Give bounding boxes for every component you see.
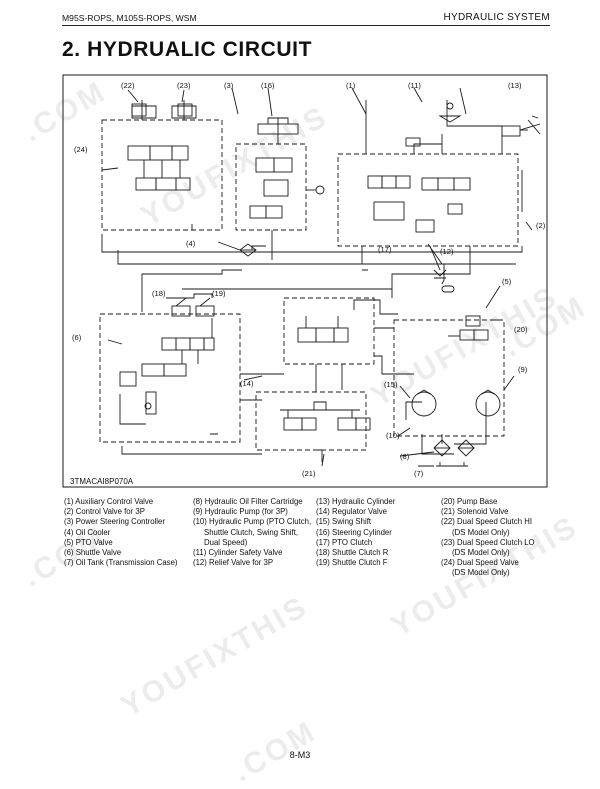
page-number: 8-M3 [289, 750, 311, 760]
legend-item: (22) Dual Speed Clutch HI [441, 517, 533, 527]
legend-item: (1) Auxiliary Control Valve [64, 497, 154, 506]
legend-item: (20) Pump Base [441, 497, 498, 506]
callout-4: (4) [186, 239, 196, 248]
callout-22: (22) [121, 81, 135, 90]
callout-3: (3) [224, 81, 234, 90]
callout-18: (18) [152, 289, 166, 298]
legend-column-2: (8) Hydraulic Oil Filter Cartridge (9) H… [193, 497, 311, 568]
legend-column-3: (13) Hydraulic Cylinder (14) Regulator V… [316, 497, 395, 568]
callout-20: (20) [514, 325, 528, 334]
legend-item: (10) Hydraulic Pump (PTO Clutch, [193, 517, 312, 527]
legend-item: (DS Model Only) [452, 548, 510, 558]
callout-7: (7) [414, 469, 424, 478]
legend-item: (17) PTO Clutch [316, 537, 373, 547]
callout-14: (14) [240, 379, 254, 388]
legend-item: (3) Power Steering Controller [64, 517, 165, 527]
legend-item: (2) Control Valve for 3P [64, 507, 145, 517]
legend-item: (7) Oil Tank (Transmission Case) [64, 558, 178, 568]
legend-item: (DS Model Only) [452, 568, 510, 578]
callout-13: (13) [508, 81, 522, 90]
legend-item: (6) Shuttle Valve [64, 548, 122, 558]
callout-23: (23) [177, 81, 191, 90]
header-model: M95S-ROPS, M105S-ROPS, WSM [62, 13, 197, 23]
legend-item: (DS Model Only) [452, 527, 510, 537]
callout-21: (21) [302, 469, 316, 478]
legend-item: (15) Swing Shift [316, 517, 372, 527]
legend-item: (19) Shuttle Clutch F [316, 558, 388, 568]
legend-item: (12) Relief Valve for 3P [193, 558, 274, 568]
legend-item: Dual Speed) [204, 537, 248, 547]
legend-item: (23) Dual Speed Clutch LO [441, 537, 535, 547]
callout-24: (24) [74, 145, 88, 154]
callout-labels: (22) (23) (3) (16) (1) (11) (13) (24) (2… [72, 81, 546, 478]
legend-item: (18) Shuttle Clutch R [316, 548, 389, 558]
legend-item: (8) Hydraulic Oil Filter Cartridge [193, 497, 303, 506]
callout-19: (19) [212, 289, 226, 298]
figure-id: 3TMACAI8P070A [70, 477, 134, 486]
watermark: YOUFIXTHIS [115, 589, 314, 724]
callout-17: (17) [378, 245, 392, 254]
page-title: 2. HYDRUALIC CIRCUIT [62, 38, 313, 61]
callout-6: (6) [72, 333, 82, 342]
legend-item: Shuttle Clutch, Swing Shift, [204, 527, 299, 537]
legend-column-4: (20) Pump Base (21) Solenoid Valve (22) … [441, 497, 535, 579]
callout-2: (2) [536, 221, 546, 230]
legend-item: (16) Steering Cylinder [316, 527, 392, 537]
callout-8: (8) [400, 452, 410, 461]
callout-9: (9) [518, 365, 528, 374]
legend-item: (5) PTO Valve [64, 537, 113, 547]
callout-15: (15) [384, 380, 398, 389]
legend-item: (21) Solenoid Valve [441, 507, 509, 517]
legend-item: (14) Regulator Valve [316, 507, 387, 517]
callout-16: (16) [261, 81, 275, 90]
legend-item: (13) Hydraulic Cylinder [316, 497, 396, 506]
callout-12: (12) [440, 247, 454, 256]
callout-10: (10) [386, 431, 400, 440]
legend-item: (24) Dual Speed Valve [441, 558, 519, 568]
callout-11: (11) [408, 81, 421, 90]
legend-item: (4) Oil Cooler [64, 527, 111, 537]
callout-1: (1) [346, 81, 356, 90]
legend-column-1: (1) Auxiliary Control Valve (2) Control … [64, 497, 178, 568]
hydraulic-circuit-diagram: (22) (23) (3) (16) (1) (11) (13) (24) (2… [62, 74, 548, 488]
legend-item: (9) Hydraulic Pump (for 3P) [193, 507, 288, 517]
header-section: HYDRAULIC SYSTEM [443, 12, 550, 23]
legend-item: (11) Cylinder Safety Valve [193, 548, 283, 558]
callout-5: (5) [502, 277, 512, 286]
page-header: M95S-ROPS, M105S-ROPS, WSM HYDRAULIC SYS… [62, 7, 550, 26]
